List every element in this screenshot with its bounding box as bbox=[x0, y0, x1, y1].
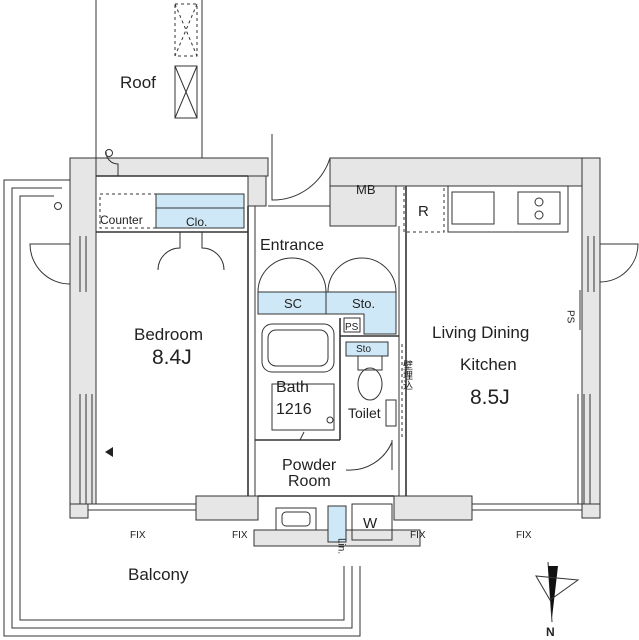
fix-label-3: FIX bbox=[410, 530, 426, 541]
closet-label: Clo. bbox=[186, 215, 207, 229]
powder-label-line2: Room bbox=[288, 473, 331, 490]
bath-label: Bath bbox=[276, 379, 309, 396]
entrance-label: Entrance bbox=[260, 237, 324, 254]
window-glazing bbox=[79, 236, 595, 511]
compass bbox=[535, 561, 580, 623]
roof-label: Roof bbox=[120, 73, 156, 92]
toilet-fixture bbox=[345, 344, 403, 471]
compass-north-label: N bbox=[546, 625, 555, 639]
counter-closet bbox=[99, 151, 245, 271]
ldk-label-line1: Living Dining bbox=[432, 323, 529, 342]
powder-label-line1: Powder bbox=[282, 457, 337, 474]
storage-blocks bbox=[257, 291, 397, 357]
kitchen-fixtures bbox=[403, 185, 581, 330]
toilet-storage-label: Sto bbox=[356, 344, 371, 355]
interior-walls bbox=[96, 175, 407, 497]
ldk-label-line2: Kitchen bbox=[460, 355, 517, 374]
fix-label-1: FIX bbox=[130, 530, 146, 541]
linen-label: Lin. bbox=[336, 538, 347, 554]
fix-label-2: FIX bbox=[232, 530, 248, 541]
toilet-label: Toilet bbox=[348, 405, 381, 421]
powder-fixtures bbox=[275, 503, 393, 543]
balcony-area bbox=[3, 149, 361, 637]
mb-label: MB bbox=[356, 182, 376, 197]
balcony-label: Balcony bbox=[128, 565, 189, 584]
bath-size: 1216 bbox=[276, 401, 312, 418]
storage-label: Sto. bbox=[352, 296, 375, 311]
ps-right-label: PS bbox=[565, 310, 576, 324]
outer-walls bbox=[69, 157, 601, 547]
entrance-doors bbox=[257, 134, 397, 293]
ps-center-label: PS bbox=[345, 322, 359, 333]
ldk-size: 8.5J bbox=[470, 386, 510, 409]
bedroom-size: 8.4J bbox=[152, 346, 192, 369]
bath-room bbox=[261, 323, 335, 441]
counter-label: Counter bbox=[100, 213, 143, 227]
bedroom-label: Bedroom bbox=[134, 325, 203, 344]
roof-area bbox=[95, 0, 203, 158]
refrigerator-label: R bbox=[418, 203, 429, 220]
sc-label: SC bbox=[284, 296, 302, 311]
balcony-doors bbox=[29, 243, 639, 457]
wall-embedded-label: 壁埋込 bbox=[401, 359, 413, 390]
laundry-label: W bbox=[363, 515, 378, 532]
fix-label-4: FIX bbox=[516, 530, 532, 541]
